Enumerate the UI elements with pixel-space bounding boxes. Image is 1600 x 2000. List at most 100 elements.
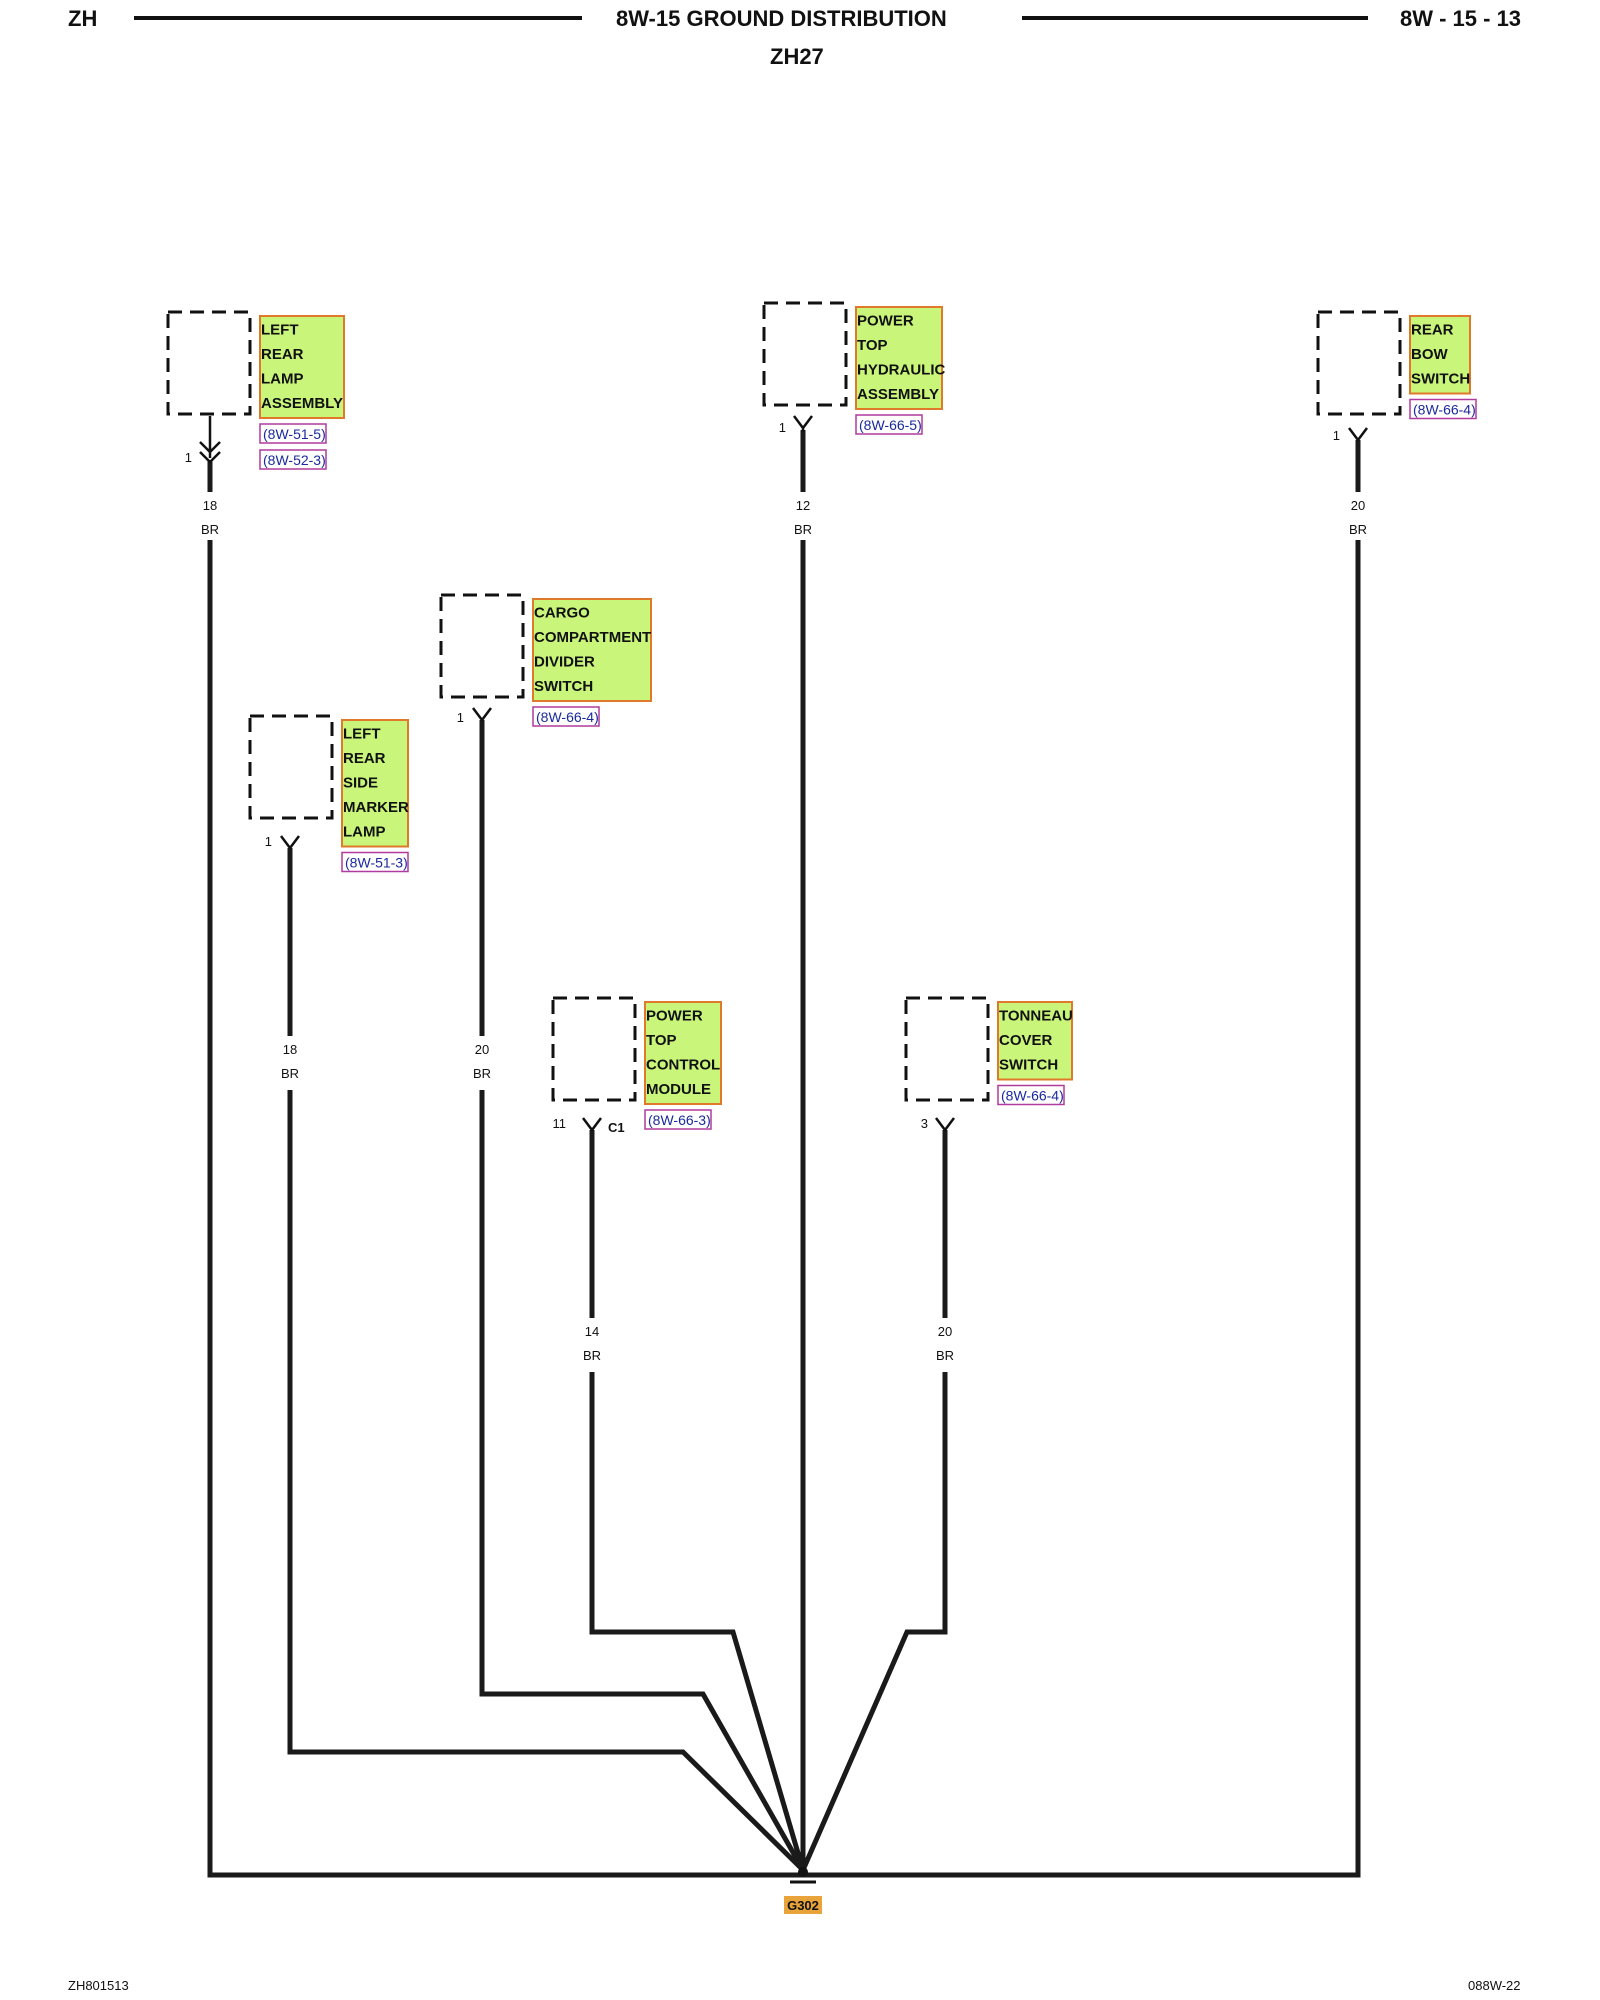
component-label-line: LAMP — [343, 824, 386, 841]
wire-color: BR — [936, 1348, 954, 1363]
connector-fork-icon — [1348, 427, 1368, 443]
page-reference-link[interactable]: (8W-52-3) — [263, 452, 326, 468]
wire-label-gap — [468, 1040, 496, 1084]
connector-id: C1 — [608, 1120, 625, 1135]
wire-tonneau-cover — [800, 1372, 948, 1872]
connector-double-chevron-icon — [199, 416, 221, 464]
pin-number: 1 — [779, 420, 786, 435]
page-reference-link[interactable]: (8W-51-3) — [345, 855, 408, 871]
component-outline — [166, 310, 252, 416]
pin-number: 1 — [265, 834, 272, 849]
pin-number: 1 — [457, 710, 464, 725]
wire-rear-bow-switch — [803, 540, 1361, 1878]
wire-label-gap — [1344, 496, 1372, 540]
wire-label-gap — [276, 1040, 304, 1084]
page-reference-link[interactable]: (8W-66-3) — [648, 1112, 711, 1128]
ground-label: G302 — [787, 1898, 819, 1913]
reference-box — [259, 449, 327, 470]
connector-symbols — [199, 415, 1368, 1133]
component-label-line: BOW — [1411, 346, 1449, 363]
page-reference-link[interactable]: (8W-66-4) — [536, 709, 599, 725]
component-label-line: MARKER — [343, 799, 409, 816]
page-reference-link[interactable]: (8W-66-4) — [1413, 402, 1476, 418]
wire-color: BR — [1349, 522, 1367, 537]
reference-box — [341, 851, 409, 873]
wire-gauge: 18 — [203, 498, 217, 513]
component-outline — [762, 301, 848, 407]
wire-gauge: 14 — [585, 1324, 599, 1339]
component-label-background — [855, 306, 943, 410]
component-label-line: COMPARTMENT — [534, 629, 651, 646]
ground-symbol-icon: G302 — [784, 1867, 822, 1914]
component-outline — [551, 996, 637, 1102]
page-title: 8W-15 GROUND DISTRIBUTION — [616, 6, 947, 31]
component-label-background — [644, 1001, 722, 1105]
component-label-line: HYDRAULIC — [857, 362, 945, 379]
component-label-line: REAR — [343, 750, 386, 767]
page-reference-link[interactable]: (8W-66-4) — [1001, 1088, 1064, 1104]
component-label-line: TOP — [857, 337, 888, 354]
connector-fork-icon — [793, 415, 813, 432]
wire-color: BR — [201, 522, 219, 537]
wire-gauge: 20 — [1351, 498, 1365, 513]
wire-left-rear-lamp — [207, 540, 803, 1878]
wire-cargo-divider — [479, 1090, 806, 1872]
components: LEFTREARLAMPASSEMBLY(8W-51-5)(8W-52-3)11… — [166, 301, 1477, 1366]
component-label-line: LAMP — [261, 371, 304, 388]
pin-number: 1 — [1333, 428, 1340, 443]
component-label-line: MODULE — [646, 1081, 711, 1098]
component-outline — [248, 714, 334, 820]
component-label-line: SWITCH — [1411, 371, 1470, 388]
footer-left: ZH801513 — [68, 1978, 129, 1993]
component-label-line: POWER — [646, 1008, 703, 1025]
connector-fork-icon — [472, 707, 492, 723]
component-label-background — [997, 1001, 1073, 1081]
component-label-line: POWER — [857, 313, 914, 330]
component-cargo-compartment-divider-switch: CARGOCOMPARTMENTDIVIDERSWITCH(8W-66-4)12… — [439, 593, 652, 1084]
pin-number: 11 — [553, 1116, 567, 1131]
component-label-line: TOP — [646, 1032, 677, 1049]
reference-box — [532, 706, 600, 727]
component-label-line: REAR — [261, 346, 304, 363]
wire-power-top-control-module — [589, 1372, 806, 1871]
component-label-line: CONTROL — [646, 1057, 720, 1074]
component-label-line: ASSEMBLY — [261, 395, 343, 412]
component-label-background — [341, 719, 409, 848]
component-label-line: COVER — [999, 1032, 1053, 1049]
component-outline — [1316, 310, 1402, 416]
wire-label-gap — [578, 1322, 606, 1366]
component-label-line: TONNEAU — [999, 1008, 1073, 1025]
wire-color: BR — [583, 1348, 601, 1363]
wire-label-gap — [789, 496, 817, 540]
page-reference-link[interactable]: (8W-66-5) — [859, 417, 922, 433]
header-rule-right — [1022, 16, 1368, 20]
component-left-rear-lamp-assembly: LEFTREARLAMPASSEMBLY(8W-51-5)(8W-52-3)11… — [166, 310, 345, 540]
footer-right: 088W-22 — [1468, 1978, 1521, 1993]
component-outline — [439, 593, 525, 699]
wire-left-rear-side-marker — [287, 1090, 805, 1872]
wires — [207, 430, 1361, 1878]
page-reference-link[interactable]: (8W-51-5) — [263, 426, 326, 442]
component-label-line: SIDE — [343, 775, 378, 792]
component-label-line: SWITCH — [534, 678, 593, 695]
header-left: ZH — [68, 6, 98, 31]
header-right: 8W - 15 - 13 — [1400, 6, 1522, 31]
reference-box — [259, 423, 327, 444]
wire-color: BR — [794, 522, 812, 537]
wire-gauge: 12 — [796, 498, 810, 513]
component-label-line: SWITCH — [999, 1057, 1058, 1074]
component-label-line: LEFT — [343, 726, 381, 743]
reference-box — [644, 1109, 712, 1130]
component-label-line: ASSEMBLY — [857, 386, 939, 403]
connector-fork-icon — [280, 835, 300, 851]
component-label-line: CARGO — [534, 605, 590, 622]
connector-fork-icon — [935, 1117, 955, 1133]
reference-box — [1409, 398, 1477, 420]
reference-box — [855, 414, 923, 435]
wire-color: BR — [281, 1066, 299, 1081]
pin-number: 3 — [921, 1116, 928, 1131]
wire-gauge: 20 — [475, 1042, 489, 1057]
